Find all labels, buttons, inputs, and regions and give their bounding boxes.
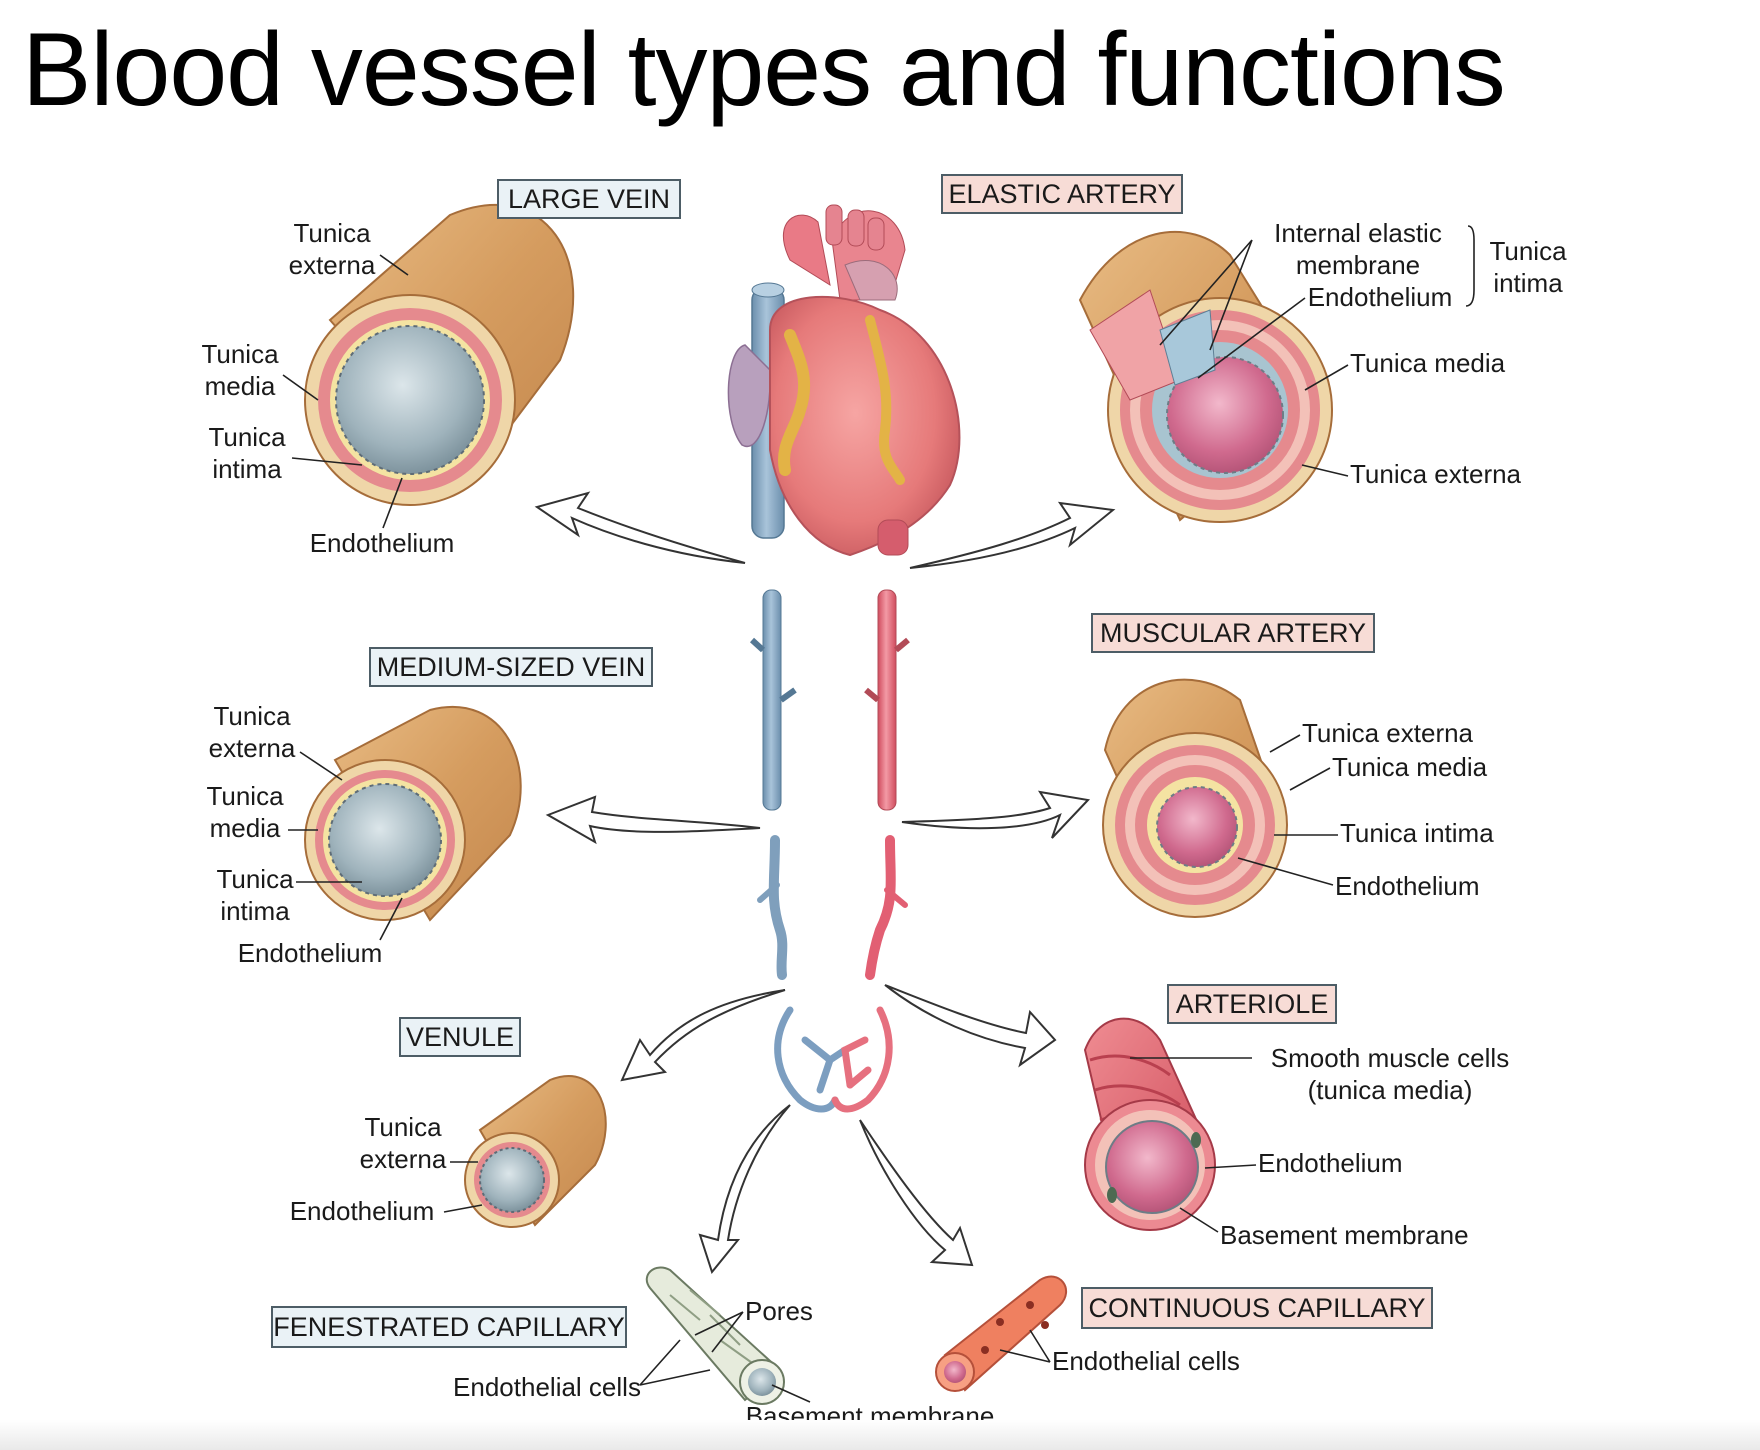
- arrow-to-muscular-artery: [901, 790, 1091, 839]
- venule-name: VENULE: [406, 1022, 514, 1052]
- large-vein-label: Endothelium: [310, 528, 455, 558]
- fenestrated-capillary-tag: [271, 1306, 627, 1348]
- heart-illustration: [727, 204, 961, 557]
- arrow-to-arteriole: [884, 984, 1057, 1068]
- footer-shadow: [0, 1420, 1760, 1450]
- muscular-artery-label: Tunica intima: [1340, 818, 1494, 848]
- arrow-to-large-vein: [534, 491, 746, 564]
- elastic-artery-name: ELASTIC ARTERY: [948, 179, 1175, 209]
- muscular-artery-name: MUSCULAR ARTERY: [1100, 618, 1366, 648]
- arteriole-label: Basement membrane: [1220, 1220, 1469, 1250]
- venule-label: externa: [360, 1144, 447, 1174]
- medium-vein-label: media: [210, 813, 281, 843]
- page-title: Blood vessel types and functions: [22, 12, 1506, 128]
- large-vein-name: LARGE VEIN: [508, 184, 670, 214]
- arteriole-name: ARTERIOLE: [1176, 989, 1329, 1019]
- arteriole-label: (tunica media): [1308, 1075, 1473, 1105]
- elastic-artery-tag: [941, 174, 1183, 214]
- muscular-artery-label: Tunica media: [1332, 752, 1488, 782]
- large-vein-label: Tunica: [293, 218, 371, 248]
- large-vein-illustration: [304, 203, 575, 506]
- medium-vein-label: Endothelium: [238, 938, 383, 968]
- large-vein-label: Tunica: [201, 339, 279, 369]
- fenestrated-capillary-illustration: [645, 1266, 785, 1405]
- elastic-artery-label: Tunica externa: [1350, 459, 1522, 489]
- arrow-to-continuous-capillary: [859, 1119, 974, 1267]
- muscular-artery-illustration: [1102, 678, 1288, 918]
- medium-vein-label: Tunica: [216, 864, 294, 894]
- medium-vein-label: Tunica: [206, 781, 284, 811]
- arrow-to-medium-vein: [545, 795, 761, 845]
- large-vein-label: intima: [212, 454, 282, 484]
- venule-label: Endothelium: [290, 1196, 435, 1226]
- flow-arrows: [534, 491, 1116, 1275]
- elastic-artery-label: intima: [1493, 268, 1563, 298]
- medium-vein-tag: [369, 647, 653, 687]
- elastic-artery-label: membrane: [1296, 250, 1420, 280]
- continuous-capillary-label: Endothelial cells: [1052, 1346, 1240, 1376]
- large-vein-label: externa: [289, 250, 376, 280]
- elastic-artery-label: Internal elastic: [1274, 218, 1442, 248]
- arteriole-label: Smooth muscle cells: [1271, 1043, 1509, 1073]
- muscular-artery-label: Endothelium: [1335, 871, 1480, 901]
- fenestrated-capillary-label: Endothelial cells: [453, 1372, 641, 1402]
- elastic-artery-label: Tunica media: [1350, 348, 1506, 378]
- muscular-artery-label: Tunica externa: [1302, 718, 1474, 748]
- fenestrated-capillary-label: Pores: [745, 1296, 813, 1326]
- venule-label: Tunica: [364, 1112, 442, 1142]
- arteriole-label: Endothelium: [1258, 1148, 1403, 1178]
- central-vessels: [749, 589, 910, 980]
- muscular-artery-tag: [1091, 613, 1375, 653]
- medium-vein-label: Tunica: [213, 701, 291, 731]
- arteriole-illustration: [1083, 1017, 1216, 1231]
- fenestrated-capillary-name: FENESTRATED CAPILLARY: [273, 1312, 625, 1342]
- capillary-bed: [774, 1006, 893, 1113]
- venule-tag: [399, 1017, 521, 1057]
- continuous-capillary-illustration: [935, 1275, 1067, 1392]
- large-vein-tag: [497, 179, 681, 219]
- venule-illustration: [464, 1075, 607, 1228]
- large-vein-label: Tunica: [208, 422, 286, 452]
- medium-vein-label: intima: [220, 896, 290, 926]
- continuous-capillary-name: CONTINUOUS CAPILLARY: [1088, 1293, 1425, 1323]
- arrow-to-elastic-artery: [909, 501, 1116, 569]
- elastic-artery-label: Tunica: [1489, 236, 1567, 266]
- large-vein-label: media: [205, 371, 276, 401]
- arrow-to-fenestrated-capillary: [698, 1104, 791, 1275]
- arteriole-tag: [1167, 984, 1337, 1024]
- medium-vein-illustration: [304, 705, 522, 922]
- elastic-artery-illustration: [1078, 230, 1333, 523]
- elastic-artery-label: Endothelium: [1308, 282, 1453, 312]
- medium-vein-label: externa: [209, 733, 296, 763]
- continuous-capillary-tag: [1081, 1287, 1433, 1329]
- medium-vein-name: MEDIUM-SIZED VEIN: [377, 652, 646, 682]
- arrow-to-venule: [620, 989, 786, 1082]
